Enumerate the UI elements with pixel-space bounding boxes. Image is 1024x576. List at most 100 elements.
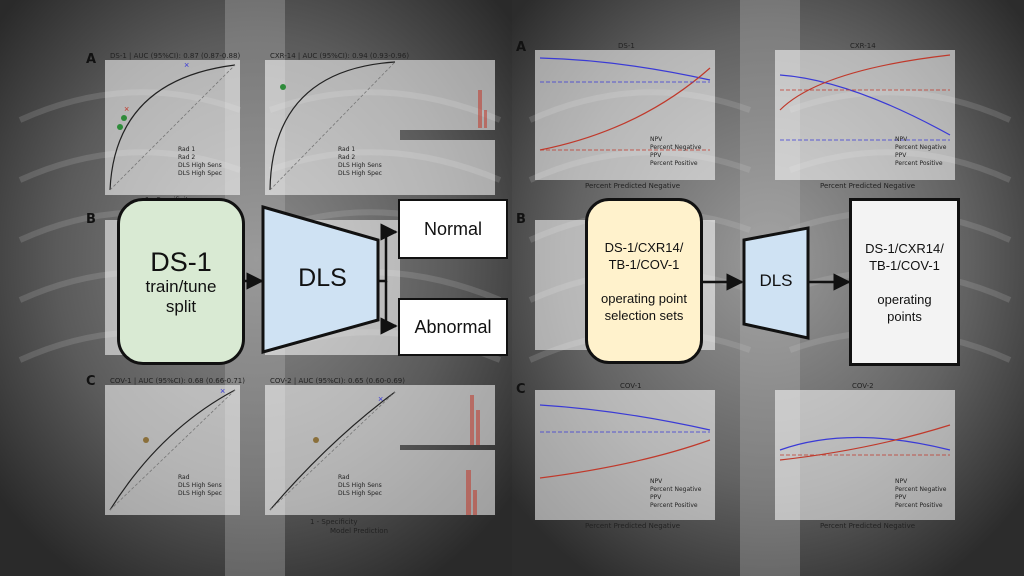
legend-item: DLS High Sens bbox=[178, 482, 222, 489]
axis-label-ppn: Percent Predicted Negative bbox=[585, 182, 681, 190]
gray-line-4: operating bbox=[877, 291, 932, 307]
legend-item: PPV bbox=[650, 494, 662, 501]
ppv-cov2 bbox=[779, 424, 951, 461]
roc-diagonals bbox=[109, 61, 396, 511]
legend-item: Percent Positive bbox=[650, 160, 698, 167]
legend-item: DLS High Sens bbox=[338, 162, 382, 169]
legend-item: Percent Positive bbox=[650, 502, 698, 509]
legend-item: DLS High Sens bbox=[338, 482, 382, 489]
legend-ds1-roc: Rad 1 Rad 2 DLS High Sens DLS High Spec bbox=[178, 146, 222, 178]
roc-cov1 bbox=[109, 389, 236, 511]
npv-cov1 bbox=[539, 404, 711, 431]
legend-item: Percent Positive bbox=[895, 502, 943, 509]
legend-cov2-roc: Rad DLS High Sens DLS High Spec bbox=[338, 474, 382, 498]
ppv-cov1 bbox=[539, 439, 711, 479]
legend-item: Percent Positive bbox=[895, 160, 943, 167]
legend-item: PPV bbox=[650, 152, 662, 159]
legend-item: DLS High Spec bbox=[338, 170, 382, 177]
input-line-3: split bbox=[165, 296, 197, 316]
gray-line-1: DS-1/CXR14/ bbox=[865, 240, 944, 256]
chart-title-cov2: COV-2 bbox=[852, 382, 874, 390]
yellow-line-1: DS-1/CXR14/ bbox=[604, 239, 684, 255]
npv-ds1 bbox=[539, 57, 711, 81]
axis-label-ppn-cov2: Percent Predicted Negative bbox=[820, 522, 916, 530]
legend-cov1: NPV Percent Negative PPV Percent Positiv… bbox=[650, 478, 701, 510]
roc-cxr14 bbox=[269, 61, 396, 191]
legend-item: Rad 1 bbox=[178, 146, 196, 153]
chart-title-cov2-roc: COV-2 | AUC (95%CI): 0.65 (0.60-0.69) bbox=[270, 377, 405, 385]
input-line-2: train/tune bbox=[145, 276, 217, 296]
gray-line-5: points bbox=[887, 308, 922, 324]
rad1-marker bbox=[117, 124, 123, 130]
panel-label-a-left: A bbox=[86, 52, 97, 67]
chart-title-ds1: DS-1 bbox=[618, 42, 635, 50]
legend-item: Percent Negative bbox=[650, 144, 702, 151]
abnormal-output-box: Abnormal bbox=[398, 298, 508, 356]
chart-title-cxr14: CXR-14 bbox=[850, 42, 876, 50]
dls-high-spec-marker: × bbox=[124, 104, 129, 114]
axis-label-ppn-cxr14: Percent Predicted Negative bbox=[820, 182, 916, 190]
legend-item: NPV bbox=[650, 136, 663, 143]
rad-marker bbox=[143, 437, 149, 443]
legend-item: DLS High Sens bbox=[178, 162, 222, 169]
ds1-train-tune-box: DS-1 train/tune split bbox=[117, 198, 245, 365]
dls-label-right: DLS bbox=[759, 271, 793, 290]
roc-ds1 bbox=[109, 64, 236, 191]
rad1-marker bbox=[121, 115, 127, 121]
legend-item: DLS High Spec bbox=[178, 490, 222, 497]
panel-label-c-right: C bbox=[516, 382, 526, 397]
operating-point-selection-box: DS-1/CXR14/ TB-1/COV-1 operating point s… bbox=[585, 198, 703, 364]
legend-item: Rad bbox=[178, 474, 190, 481]
dls-trapezoid-right bbox=[742, 226, 810, 340]
dls-high-sens-marker: × bbox=[378, 394, 383, 404]
panel-label-b-right: B bbox=[516, 212, 526, 227]
legend-ds1: NPV Percent Negative PPV Percent Positiv… bbox=[650, 136, 701, 168]
chart-title-cov1-roc: COV-1 | AUC (95%CI): 0.68 (0.66-0.71) bbox=[110, 377, 245, 385]
ppv-cxr14 bbox=[779, 54, 951, 111]
axis-label-ppn-cov1: Percent Predicted Negative bbox=[585, 522, 681, 530]
legend-item: Rad 1 bbox=[338, 146, 356, 153]
legend-cxr14-roc: Rad 1 Rad 2 DLS High Sens DLS High Spec bbox=[338, 146, 382, 178]
dls-high-sens-marker: × bbox=[220, 386, 225, 396]
reference-lines bbox=[540, 81, 950, 456]
legend-item: PPV bbox=[895, 494, 907, 501]
legend-item: Percent Negative bbox=[895, 486, 947, 493]
axis-label-specificity-c: 1 - Specificity bbox=[310, 518, 358, 526]
legend-item: Rad 2 bbox=[178, 154, 196, 161]
roc-cov2 bbox=[269, 391, 396, 511]
npv-cxr14 bbox=[779, 74, 951, 136]
legend-item: Percent Negative bbox=[650, 486, 702, 493]
legend-item: Rad 2 bbox=[338, 154, 356, 161]
npv-cov2 bbox=[779, 436, 951, 451]
chart-title-cxr14-roc: CXR-14 | AUC (95%CI): 0.94 (0.93-0.96) bbox=[270, 52, 410, 60]
abnormal-label: Abnormal bbox=[414, 316, 492, 337]
arrow-dls-to-normal bbox=[378, 223, 398, 283]
legend-item: NPV bbox=[895, 136, 908, 143]
legend-item: Percent Negative bbox=[895, 144, 947, 151]
legend-item: Rad bbox=[338, 474, 350, 481]
chart-title-ds1-roc: DS-1 | AUC (95%CI): 0.87 (0.87-0.88) bbox=[110, 52, 241, 60]
dls-high-sens-marker: × bbox=[184, 60, 189, 70]
legend-cxr14: NPV Percent Negative PPV Percent Positiv… bbox=[895, 136, 946, 168]
legend-item: DLS High Spec bbox=[178, 170, 222, 177]
dls-label-left: DLS bbox=[298, 264, 347, 292]
legend-item: DLS High Spec bbox=[338, 490, 382, 497]
legend-cov1-roc: Rad DLS High Sens DLS High Spec bbox=[178, 474, 222, 498]
rad-marker bbox=[313, 437, 319, 443]
operating-points-box: DS-1/CXR14/ TB-1/COV-1 operating points bbox=[849, 198, 960, 366]
roc-markers: × × × × bbox=[117, 60, 383, 443]
histogram-bars bbox=[466, 90, 487, 515]
panel-label-b-left: B bbox=[86, 212, 96, 227]
legend-item: NPV bbox=[650, 478, 663, 485]
dls-trapezoid-left bbox=[261, 205, 380, 354]
legend-item: NPV bbox=[895, 478, 908, 485]
legend-cov2: NPV Percent Negative PPV Percent Positiv… bbox=[895, 478, 946, 510]
roc-curves bbox=[109, 61, 396, 511]
yellow-line-5: selection sets bbox=[604, 307, 684, 323]
normal-output-box: Normal bbox=[398, 199, 508, 259]
rad1-marker bbox=[280, 84, 286, 90]
arrow-dls-to-abnormal bbox=[380, 281, 398, 335]
chart-title-cov1: COV-1 bbox=[620, 382, 642, 390]
legend-item: PPV bbox=[895, 152, 907, 159]
normal-label: Normal bbox=[423, 218, 482, 239]
